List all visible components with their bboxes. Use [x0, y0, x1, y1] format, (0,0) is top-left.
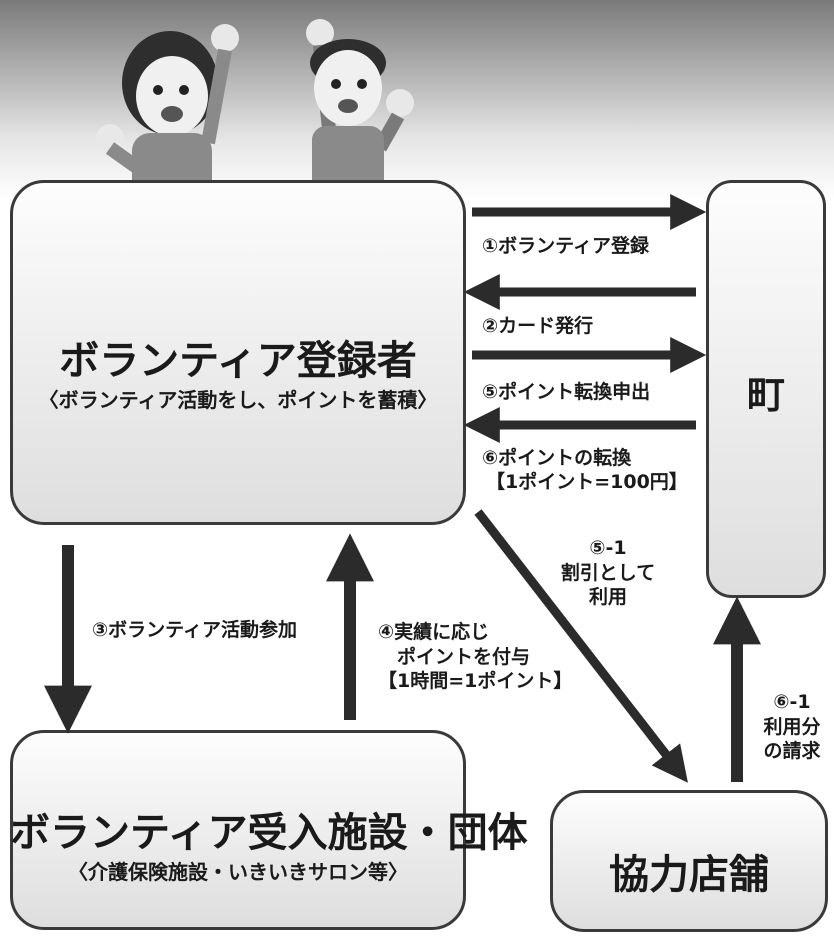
- partner-shop-node: [550, 790, 828, 932]
- flow-label-step6-1-line: ⑥-1: [773, 691, 811, 713]
- facility-subtitle: 〈介護保険施設・いきいきサロン等〉: [68, 860, 408, 884]
- flow-label-step4-line: ④実績に応じ: [378, 621, 490, 643]
- flow-label-step6: ⑥ポイントの転換: [482, 447, 632, 469]
- flow-label-step4: ④実績に応じ ポイントを付与 【1時間=1ポイント】: [378, 620, 572, 694]
- flow-label-step4-line: 【1時間=1ポイント】: [378, 670, 573, 693]
- facility-title: ボランティア受入施設・団体: [10, 810, 528, 856]
- flow-label-step2: ②カード発行: [482, 315, 594, 337]
- flow-label-step6-note: 【1ポイント=100円】: [486, 471, 688, 493]
- flow-label-step3: ③ボランティア活動参加: [92, 619, 297, 641]
- flow-label-step1: ①ボランティア登録: [482, 235, 649, 257]
- flow-label-step6-1-line: の請求: [763, 740, 821, 763]
- town-title: 町: [746, 373, 785, 417]
- arrow-step5-1: [474, 509, 688, 783]
- shop-title: 協力店舗: [609, 852, 769, 898]
- flow-label-step4-line: ポイントを付与: [378, 645, 531, 668]
- flow-label-step5-1-line: 利用: [588, 586, 627, 609]
- flow-label-step5-1-line: 割引として: [560, 561, 656, 584]
- flow-label-step5-1-line: ⑤-1: [589, 537, 627, 559]
- flow-label-step6-1: ⑥-1 利用分 の請求: [750, 690, 834, 764]
- volunteer-registrant-node: [10, 180, 466, 525]
- flow-label-step6-1-line: 利用分: [763, 715, 821, 738]
- flow-label-step5: ⑤ポイント転換申出: [482, 381, 651, 403]
- registrant-subtitle: 〈ボランティア活動をし、ポイントを蓄積〉: [38, 388, 438, 412]
- town-node: [706, 180, 826, 598]
- registrant-title: ボランティア登録者: [59, 338, 417, 384]
- facility-node: [10, 730, 466, 930]
- flow-label-step5-1: ⑤-1 割引として 利用: [548, 536, 668, 610]
